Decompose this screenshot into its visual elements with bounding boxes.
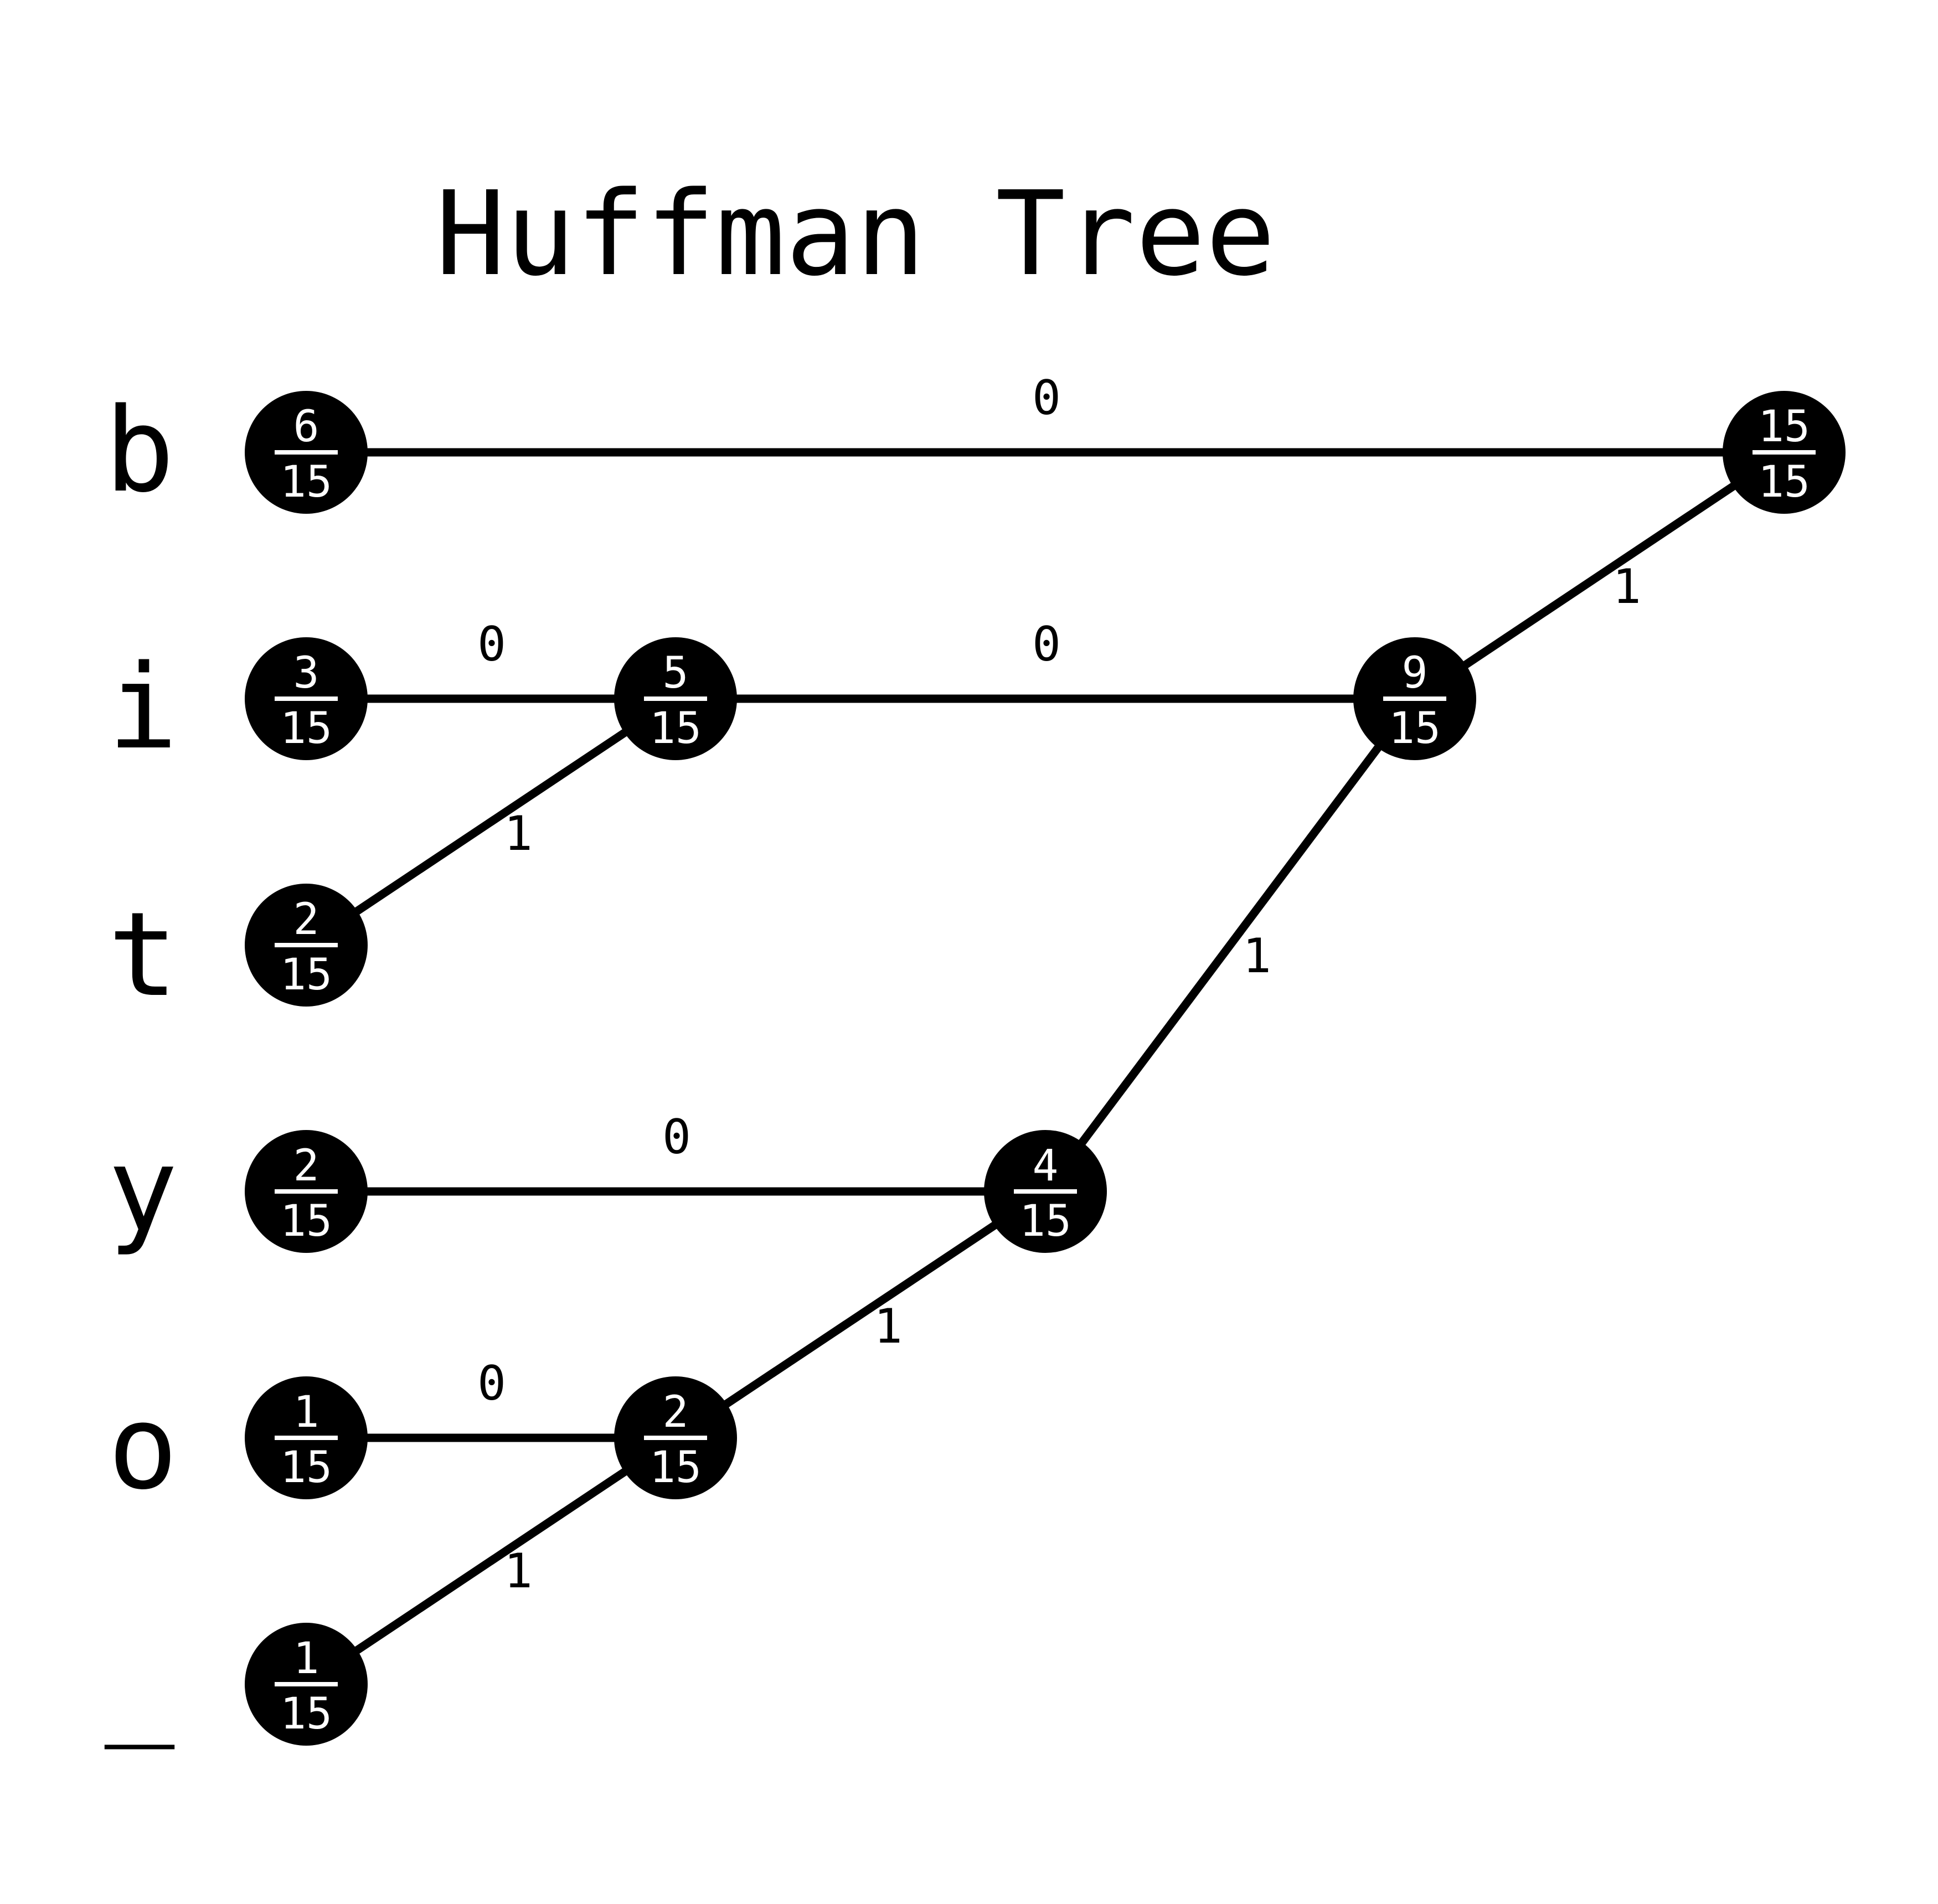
node-denominator: 15: [1389, 704, 1441, 754]
edge-labels-layer: 0 1 0 1 0 1 0 1 0 1: [477, 370, 1641, 1599]
node-numerator: 1: [293, 1634, 319, 1684]
node-denominator: 15: [280, 457, 332, 507]
node-numerator: 3: [293, 648, 319, 698]
node-denominator: 15: [650, 704, 702, 754]
node-denominator: 15: [280, 950, 332, 1000]
node-numerator: 15: [1758, 402, 1810, 452]
node-denominator: 15: [280, 1443, 332, 1493]
leaf-symbol-label: y: [108, 1122, 178, 1258]
node-numerator: 6: [293, 402, 319, 452]
edge-bit-label: 0: [477, 1356, 506, 1411]
node-numerator: 4: [1033, 1141, 1059, 1191]
edge-bit-label: 0: [662, 1110, 691, 1165]
edge-bit-label: 0: [1032, 617, 1061, 672]
node-denominator: 15: [650, 1443, 702, 1493]
edge-yo-to-rest: [1042, 696, 1419, 1194]
internal-node-osp: 215: [614, 1376, 737, 1499]
node-numerator: 9: [1402, 648, 1428, 698]
node-denominator: 15: [280, 1689, 332, 1739]
edge-osp-to-yo: [673, 1188, 1048, 1442]
leaf-symbol-label: b: [105, 383, 174, 518]
edge-bit-label: 0: [477, 617, 506, 672]
internal-node-yo: 415: [984, 1130, 1107, 1253]
leaf-node-t: 215: [245, 884, 368, 1007]
edge-bit-label: 1: [1612, 559, 1641, 615]
leaf-node-y: 215: [245, 1130, 368, 1253]
leaf-symbol-label: t: [108, 887, 178, 1023]
node-denominator: 15: [280, 1196, 332, 1246]
edges-layer: [303, 448, 1787, 1688]
internal-node-rest: 915: [1353, 637, 1476, 760]
internal-node-it: 515: [614, 637, 737, 760]
edge-bit-label: 1: [504, 1544, 533, 1599]
edge-t-to-it: [303, 695, 678, 949]
node-numerator: 2: [663, 1387, 689, 1437]
node-denominator: 15: [280, 704, 332, 754]
leaf-node-sp: 115: [245, 1623, 368, 1746]
node-denominator: 15: [1758, 457, 1810, 507]
diagram-title: Huffman Tree: [435, 166, 1275, 302]
node-numerator: 2: [293, 1141, 319, 1191]
leaf-symbol-label: o: [108, 1380, 178, 1515]
edge-bit-label: 1: [874, 1299, 903, 1354]
node-denominator: 15: [1019, 1196, 1071, 1246]
edge-bit-label: 1: [1243, 928, 1271, 984]
leaf-node-b: 615: [245, 391, 368, 514]
node-numerator: 2: [293, 895, 319, 945]
edge-bit-label: 0: [1032, 370, 1061, 426]
node-numerator: 5: [663, 648, 689, 698]
edge-bit-label: 1: [504, 806, 533, 861]
node-numerator: 1: [293, 1387, 319, 1437]
leaf-symbol-label: _: [105, 1614, 175, 1750]
edge-rest-to-root: [1412, 448, 1787, 703]
leaf-node-o: 115: [245, 1376, 368, 1499]
leaf-symbol-label: i: [108, 639, 178, 775]
leaf-node-i: 315: [245, 637, 368, 760]
edge-sp-to-osp: [303, 1434, 678, 1688]
